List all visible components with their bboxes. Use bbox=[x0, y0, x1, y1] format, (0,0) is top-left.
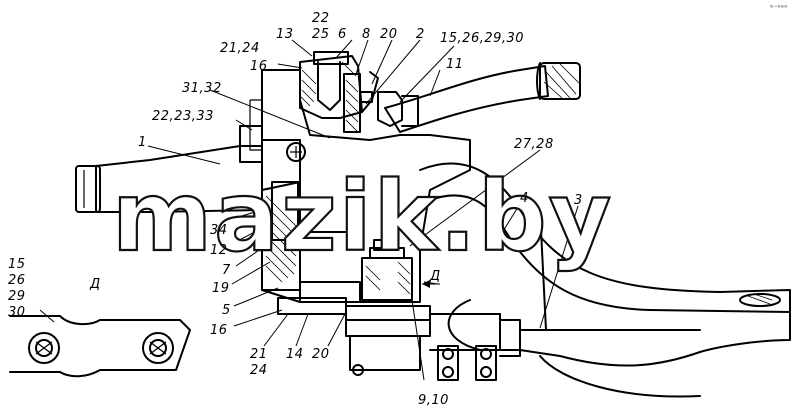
callout-20-bottom: 20 bbox=[312, 347, 330, 362]
inset-callout-15: 15 bbox=[8, 257, 26, 272]
view-arrow bbox=[422, 280, 440, 288]
callout-5: 5 bbox=[222, 303, 231, 318]
view-arrow-label: Д bbox=[429, 269, 441, 284]
callout-21-24-top: 21,24 bbox=[220, 41, 260, 56]
callout-11: 11 bbox=[446, 57, 464, 72]
callout-34: 34 bbox=[210, 223, 228, 238]
callout-3: 3 bbox=[574, 193, 583, 208]
callout-19: 19 bbox=[212, 281, 230, 296]
watermark: mazik.by bbox=[112, 161, 613, 273]
callout-22-23-33: 22,23,33 bbox=[152, 109, 214, 124]
callout-22-top: 22 bbox=[312, 11, 330, 26]
frame-beam bbox=[419, 162, 791, 398]
callout-27-28: 27,28 bbox=[514, 137, 554, 152]
inset-labels: 15 26 29 30 Д Д bbox=[8, 257, 441, 320]
callout-16-bottom: 16 bbox=[210, 323, 228, 338]
callout-12: 12 bbox=[210, 243, 228, 258]
callout-9-10: 9,10 bbox=[418, 393, 449, 408]
leader-lines bbox=[39, 39, 579, 381]
callout-1: 1 bbox=[138, 135, 147, 150]
callout-2: 2 bbox=[416, 27, 425, 42]
callout-14: 14 bbox=[286, 347, 304, 362]
top-cap bbox=[299, 51, 419, 133]
callout-13: 13 bbox=[276, 27, 294, 42]
callout-16-top: 16 bbox=[250, 59, 268, 74]
inset-callout-26: 26 bbox=[8, 273, 26, 288]
callout-21-bottom: 21 bbox=[250, 347, 268, 362]
upper-arm bbox=[384, 62, 581, 133]
view-label: Д bbox=[89, 277, 101, 292]
lower-casing bbox=[261, 181, 361, 315]
callout-7: 7 bbox=[222, 263, 231, 278]
callout-15-26-29-30: 15,26,29,30 bbox=[440, 31, 524, 46]
callout-31-32: 31,32 bbox=[182, 81, 222, 96]
callout-4: 4 bbox=[520, 191, 529, 206]
callout-8: 8 bbox=[362, 27, 371, 42]
inset-view-d bbox=[9, 315, 191, 378]
corner-mark: ᵉ⁻ᵉᵉᵉ bbox=[770, 3, 788, 12]
callout-25: 25 bbox=[312, 27, 330, 42]
callout-24-bottom: 24 bbox=[250, 363, 268, 378]
left-shaft bbox=[75, 145, 263, 213]
callout-6: 6 bbox=[338, 27, 347, 42]
callout-labels: 1 2 3 4 5 6 7 8 11 12 13 14 16 16 19 20 … bbox=[138, 11, 583, 408]
inset-callout-29: 29 bbox=[8, 289, 26, 304]
callout-20-top: 20 bbox=[380, 27, 398, 42]
inset-callout-30: 30 bbox=[8, 305, 26, 320]
